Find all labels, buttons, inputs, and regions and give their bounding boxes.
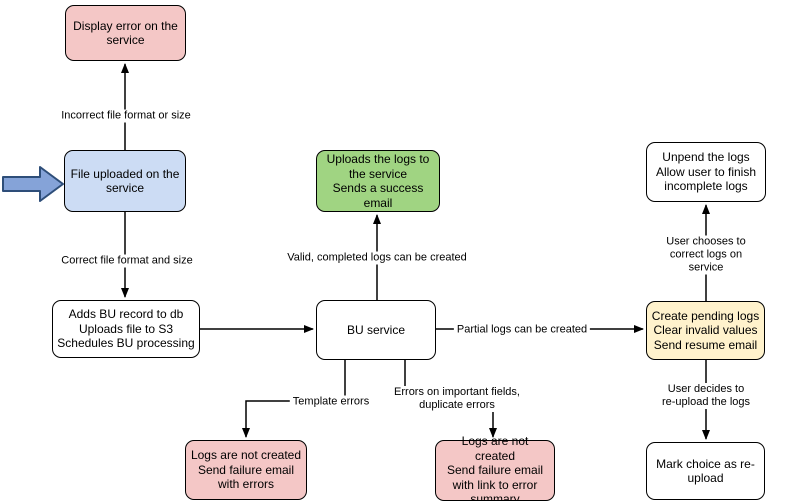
edge-label-valid-logs: Valid, completed logs can be created [284,251,470,265]
node-bu-service[interactable]: BU service [316,300,436,360]
node-logs-not-created-summary[interactable]: Logs are not created Send failure email … [435,434,555,501]
edge-label-template-errors: Template errors [289,395,373,409]
edge-label-user-reuploads: User decides to re-upload the logs [658,383,754,409]
node-logs-not-created-errors[interactable]: Logs are not created Send failure email … [185,440,307,500]
node-mark-choice-reupload[interactable]: Mark choice as re- upload [646,442,765,500]
edge-label-important-field-errors: Errors on important fields, duplicate er… [391,386,523,412]
node-file-uploaded[interactable]: File uploaded on the service [64,150,186,212]
edge-label-user-corrects: User chooses to correct logs on service [658,235,754,275]
edge-label-incorrect-format: Incorrect file format or size [58,109,194,123]
node-adds-bu-record[interactable]: Adds BU record to db Uploads file to S3 … [52,300,200,358]
start-block-arrow-icon[interactable] [2,166,64,202]
node-unpend-logs[interactable]: Unpend the logs Allow user to finish inc… [646,142,766,202]
node-create-pending-logs[interactable]: Create pending logs Clear invalid values… [646,301,765,360]
edge-label-correct-format: Correct file format and size [58,254,196,268]
edge-label-partial-logs: Partial logs can be created [453,323,591,337]
node-uploads-logs-success[interactable]: Uploads the logs to the service Sends a … [316,150,440,212]
node-display-error[interactable]: Display error on the service [65,5,186,61]
